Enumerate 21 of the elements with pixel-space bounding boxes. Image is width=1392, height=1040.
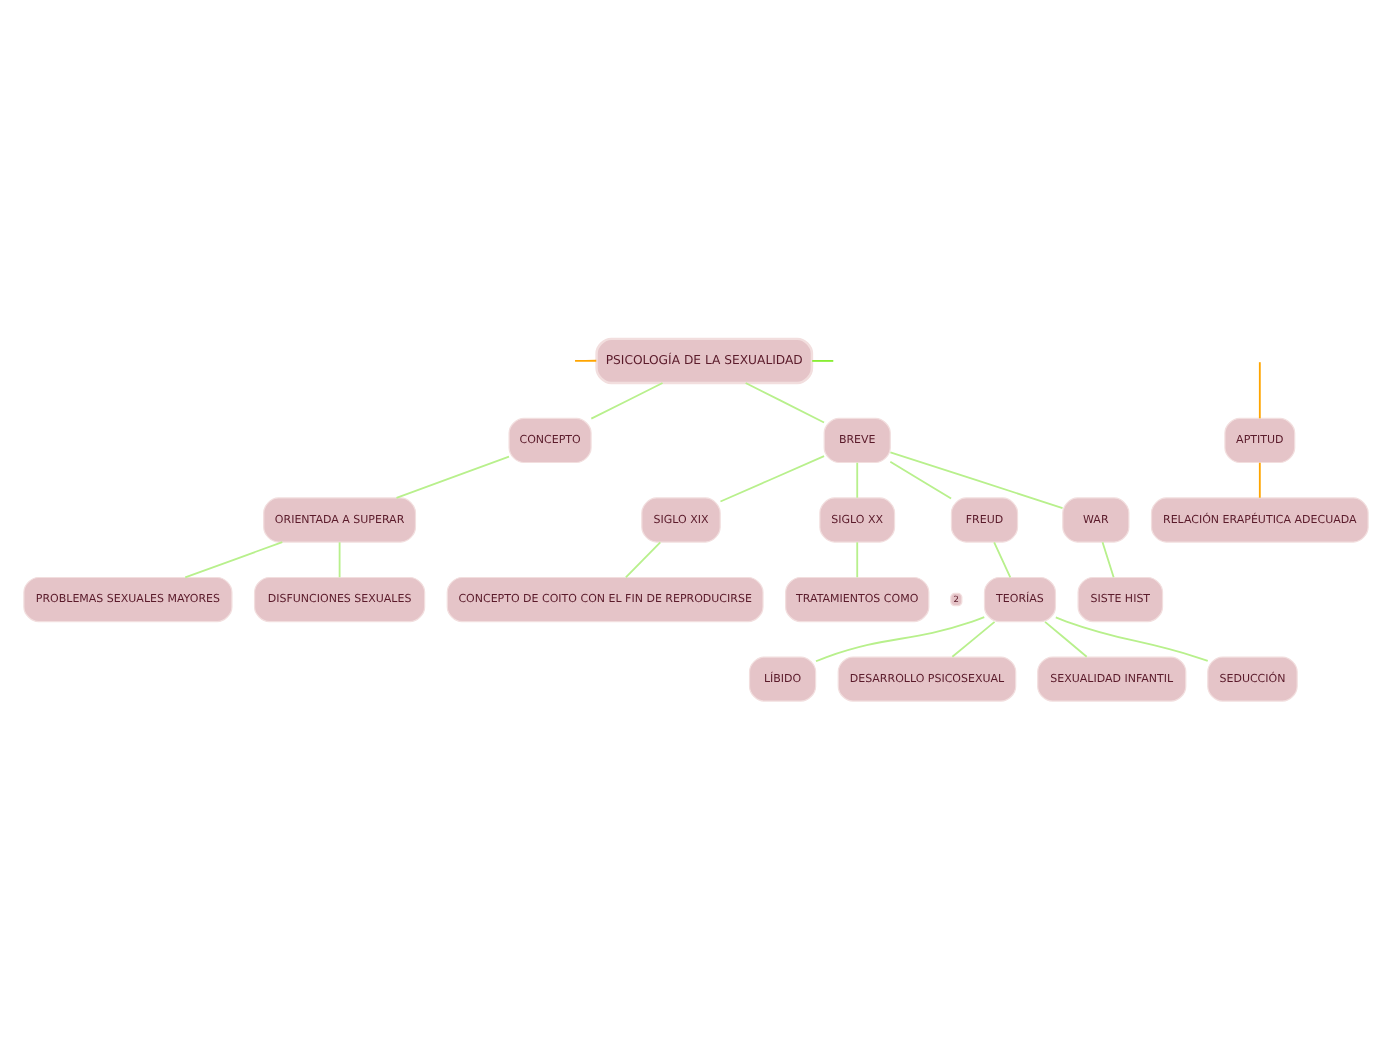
connector [1258, 361, 1261, 420]
connector [624, 541, 662, 579]
connector [811, 360, 835, 362]
connector [1258, 461, 1261, 499]
connector [1101, 541, 1115, 579]
connector [744, 382, 825, 424]
connector [815, 616, 986, 663]
connector [1044, 620, 1088, 658]
connector [951, 620, 996, 658]
connector [184, 541, 284, 579]
connector [993, 541, 1012, 579]
connector [1054, 616, 1209, 662]
connector [590, 382, 664, 420]
connector [395, 455, 510, 499]
connector [719, 455, 825, 503]
connector [856, 461, 859, 499]
connector [574, 359, 598, 362]
connector [889, 451, 1064, 509]
connector [856, 541, 859, 579]
connector [889, 460, 952, 500]
connector [338, 541, 341, 579]
